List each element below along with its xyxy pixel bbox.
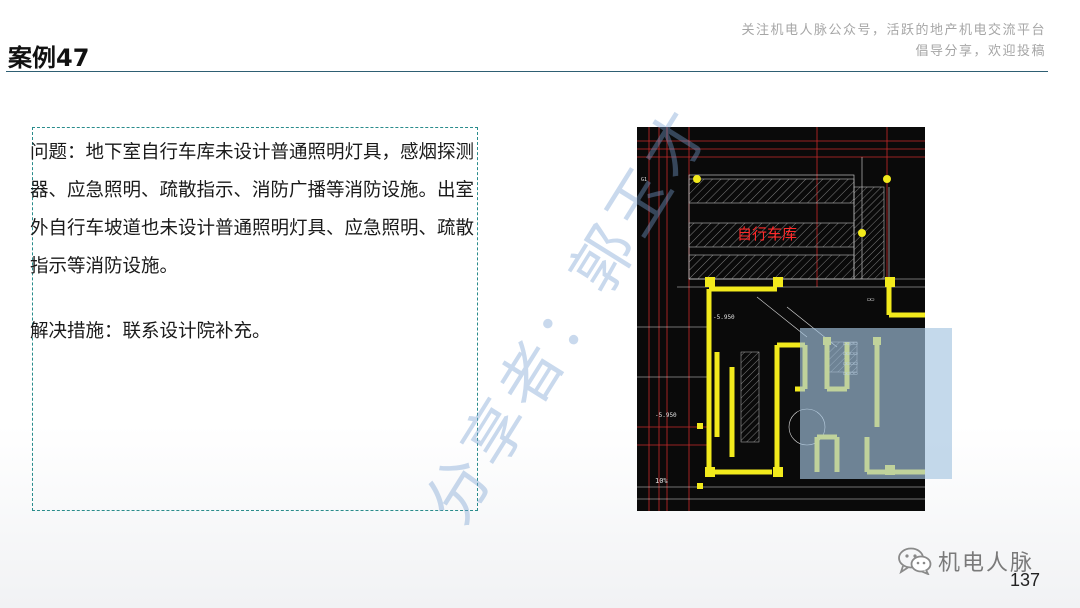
wechat-icon: [898, 547, 932, 575]
cad-floor-plan: ▭▭ ▭▭▭▭ ▭▭▭▭ ▭▭▭▭ ▭▭▭▭ 自行车库 -5.950 -5.95…: [637, 127, 925, 511]
cad-level-label-1: -5.950: [713, 314, 735, 321]
header-note: 关注机电人脉公众号，活跃的地产机电交流平台 倡导分享，欢迎投稿: [741, 20, 1046, 62]
brand-name: 机电人脉: [938, 551, 1035, 576]
overlay-panel: [800, 328, 952, 479]
header-note-line2: 倡导分享，欢迎投稿: [915, 44, 1046, 59]
bike-parking-rows: [688, 178, 885, 443]
title-divider: [6, 71, 1048, 72]
content-textbox: [32, 127, 478, 511]
slide-title: 案例47: [8, 44, 90, 72]
header-note-line1: 关注机电人脉公众号，活跃的地产机电交流平台: [741, 23, 1046, 38]
svg-text:▭▭: ▭▭: [867, 296, 875, 303]
cad-grid-label: G1: [641, 177, 647, 183]
brand-logo: 机电人脉: [898, 545, 1034, 577]
cad-room-label: 自行车库: [737, 225, 797, 243]
problem-paragraph: 问题：地下室自行车库未设计普通照明灯具，感烟探测器、应急照明、疏散指示、消防广播…: [30, 142, 475, 277]
cad-level-label-2: -5.950: [655, 412, 677, 419]
cad-slope-label: 10%: [655, 477, 668, 485]
solution-paragraph: 解决措施：联系设计院补充。: [30, 321, 271, 342]
page-number: 137: [1010, 570, 1041, 590]
